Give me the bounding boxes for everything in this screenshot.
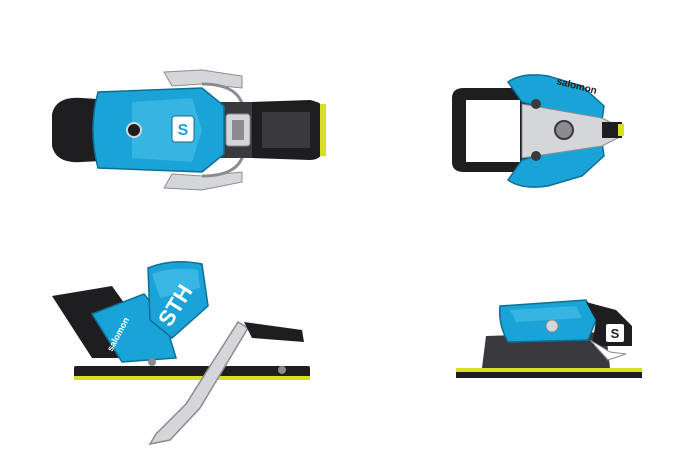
logo-plate <box>606 324 624 342</box>
binding-top-view-illustration: S <box>52 69 326 191</box>
heel-piece-side-view: S <box>456 296 642 386</box>
heel-piece-top-view-illustration: salomon <box>452 74 624 188</box>
yellow-indicator <box>618 124 624 136</box>
heel-pivot <box>554 120 574 140</box>
housing-highlight <box>132 98 202 162</box>
yellow-base-strip <box>74 376 310 380</box>
bolt-lower <box>531 151 541 161</box>
rail-bolt-2 <box>278 366 286 374</box>
logo-plate <box>171 115 195 143</box>
yellow-base-strip <box>456 368 642 372</box>
brake-arm <box>148 320 250 446</box>
bolt-upper <box>531 99 541 109</box>
heel-piece-top-view: salomon <box>452 72 636 190</box>
heel-pad-texture <box>262 112 310 148</box>
white-accent <box>589 339 627 361</box>
brand-logo: S <box>611 326 620 341</box>
brake-arm-upper <box>163 69 243 89</box>
side-housing <box>498 299 597 343</box>
brake-arm-lower <box>163 171 243 191</box>
binding-side-view: salomon STH <box>52 258 314 448</box>
heel-piece-side-view-illustration: S <box>456 299 642 378</box>
binding-top-view: S <box>52 62 332 198</box>
heel-lever <box>244 322 304 342</box>
heel-cup-window <box>466 100 520 162</box>
tail-block <box>602 122 622 138</box>
cap-highlight <box>152 268 200 298</box>
brand-logo: S <box>178 122 189 139</box>
base-rail <box>456 372 642 378</box>
pivot-bolt <box>545 319 559 333</box>
base-rail <box>74 366 310 378</box>
housing-highlight <box>510 306 582 322</box>
adjuster-screw <box>232 120 244 140</box>
binding-side-view-illustration: salomon STH <box>52 261 310 446</box>
pivot-bolt <box>126 122 142 138</box>
rail-bolt-1 <box>148 358 156 366</box>
yellow-accent <box>320 104 326 156</box>
